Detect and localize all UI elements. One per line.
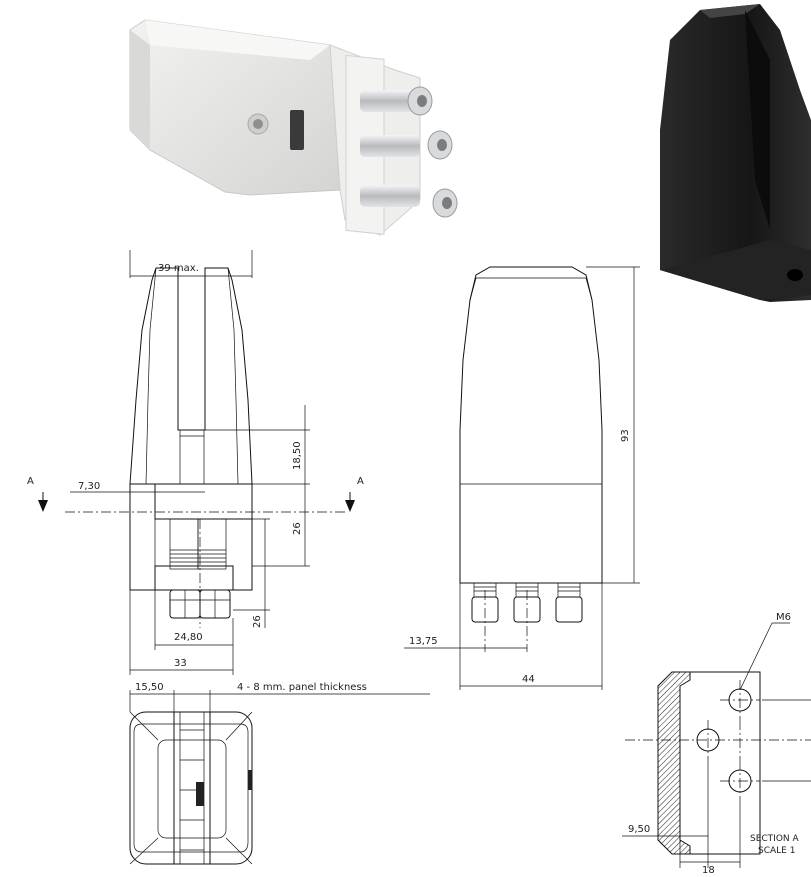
side-view-drawing	[459, 266, 603, 652]
top-view-dimensions	[129, 690, 430, 712]
dim-thread-m6: M6	[776, 612, 791, 623]
section-a-drawing	[625, 671, 811, 855]
section-marker-left: A	[27, 476, 34, 487]
dim-width-max: 39 max.	[158, 263, 199, 274]
dim-height-26-upper: 26	[292, 522, 303, 535]
grey-clamp-photo	[129, 19, 458, 236]
section-caption-line1: SECTION A	[750, 834, 800, 844]
section-a-dimensions	[622, 622, 790, 868]
front-view-drawing	[65, 267, 345, 628]
dim-width-33: 33	[174, 658, 187, 669]
section-caption-line2: SCALE 1	[758, 846, 795, 856]
dim-width-44: 44	[522, 674, 535, 685]
dim-width-15-50: 15,50	[135, 682, 164, 693]
dim-width-24-80: 24,80	[174, 632, 203, 643]
side-view-dimensions	[404, 266, 640, 690]
section-marker-right: A	[357, 476, 364, 487]
dim-height-18-50: 18,50	[292, 441, 303, 470]
dim-height-93: 93	[620, 429, 631, 442]
dim-height-26-lower: 26	[252, 615, 263, 628]
front-view-dimensions	[38, 250, 355, 675]
black-clamp-photo	[660, 4, 811, 302]
dim-panel-thickness: 4 - 8 mm. panel thickness	[237, 682, 367, 693]
dim-offset-18: 18	[702, 865, 715, 876]
dim-offset-7-30: 7,30	[78, 481, 100, 492]
dim-spacing-13-75: 13,75	[409, 636, 438, 647]
dim-offset-9-50: 9,50	[628, 824, 650, 835]
top-view-drawing	[129, 711, 253, 865]
